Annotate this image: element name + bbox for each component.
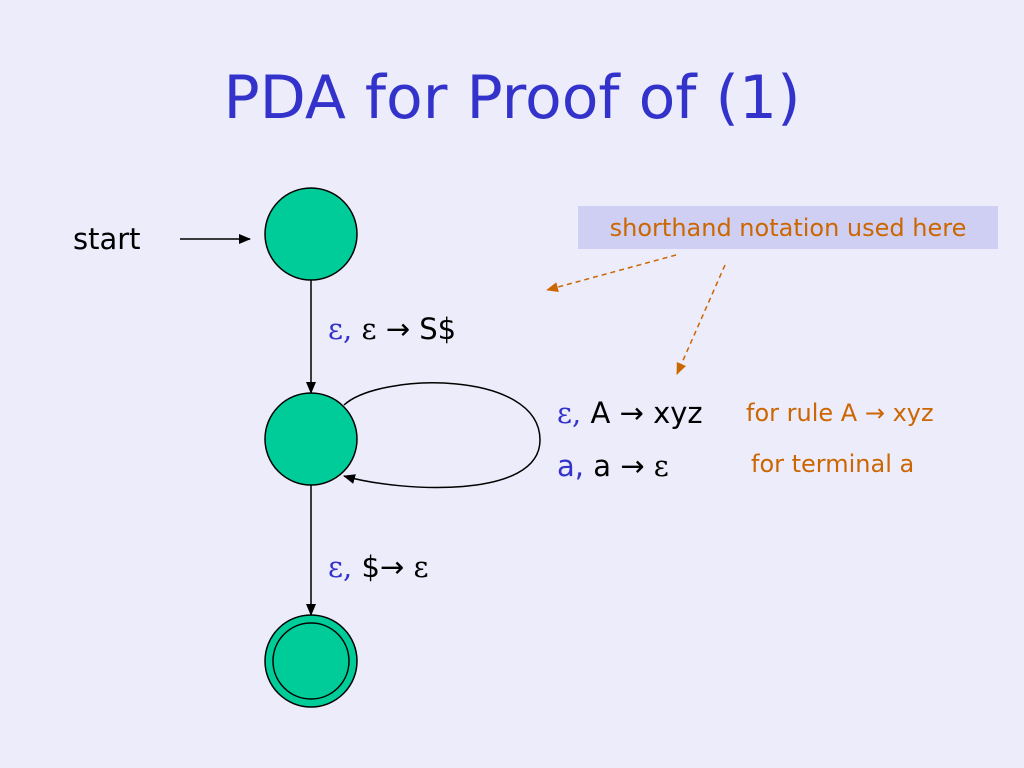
edge-label-terminal-loop: a, a → ε <box>557 452 669 481</box>
rule-note-arrow: → <box>864 399 885 427</box>
edge-self-loop <box>343 382 541 489</box>
callout-arrow-left <box>546 254 677 292</box>
edge-push-symbol: xyz <box>653 396 703 430</box>
rule-note: for rule A → xyz <box>746 401 934 425</box>
state-start[interactable] <box>264 187 358 281</box>
edge-label-rule-loop: ε, A → xyz <box>557 399 703 428</box>
edge-input-symbol: ε, <box>328 550 353 584</box>
callout-arrow-down <box>676 264 726 375</box>
state-loop[interactable] <box>264 392 358 486</box>
edge-label-push-start: ε, ε → S$ <box>328 315 456 344</box>
state-accept[interactable] <box>264 614 358 708</box>
edge-label-pop-end: ε, $→ ε <box>328 553 428 582</box>
edge-input-symbol: ε, <box>557 396 582 430</box>
edge-input-symbol: ε, <box>328 312 353 346</box>
terminal-note: for terminal a <box>751 450 915 478</box>
edge-push-symbol: ε <box>413 550 429 584</box>
shorthand-note: shorthand notation used here <box>578 206 998 249</box>
edge-arrow: → <box>619 396 644 430</box>
rule-note-suffix: xyz <box>892 399 934 427</box>
edge-pop-symbol: ε <box>361 312 377 346</box>
edge-arrow: → <box>379 550 405 584</box>
edge-pop-symbol: $ <box>361 550 380 584</box>
edge-pop-symbol: A <box>590 396 611 430</box>
edge-push-symbol: ε <box>653 449 669 483</box>
edge-arrow: → <box>385 312 411 346</box>
slide-title: PDA for Proof of (1) <box>223 63 801 133</box>
edge-arrow: → <box>620 449 645 483</box>
rule-note-prefix: for rule A <box>746 399 858 427</box>
start-label: start <box>73 222 141 256</box>
edge-pop-symbol: a <box>593 449 611 483</box>
edge-input-symbol: a, <box>557 449 584 483</box>
edge-push-symbol: S$ <box>419 312 457 346</box>
